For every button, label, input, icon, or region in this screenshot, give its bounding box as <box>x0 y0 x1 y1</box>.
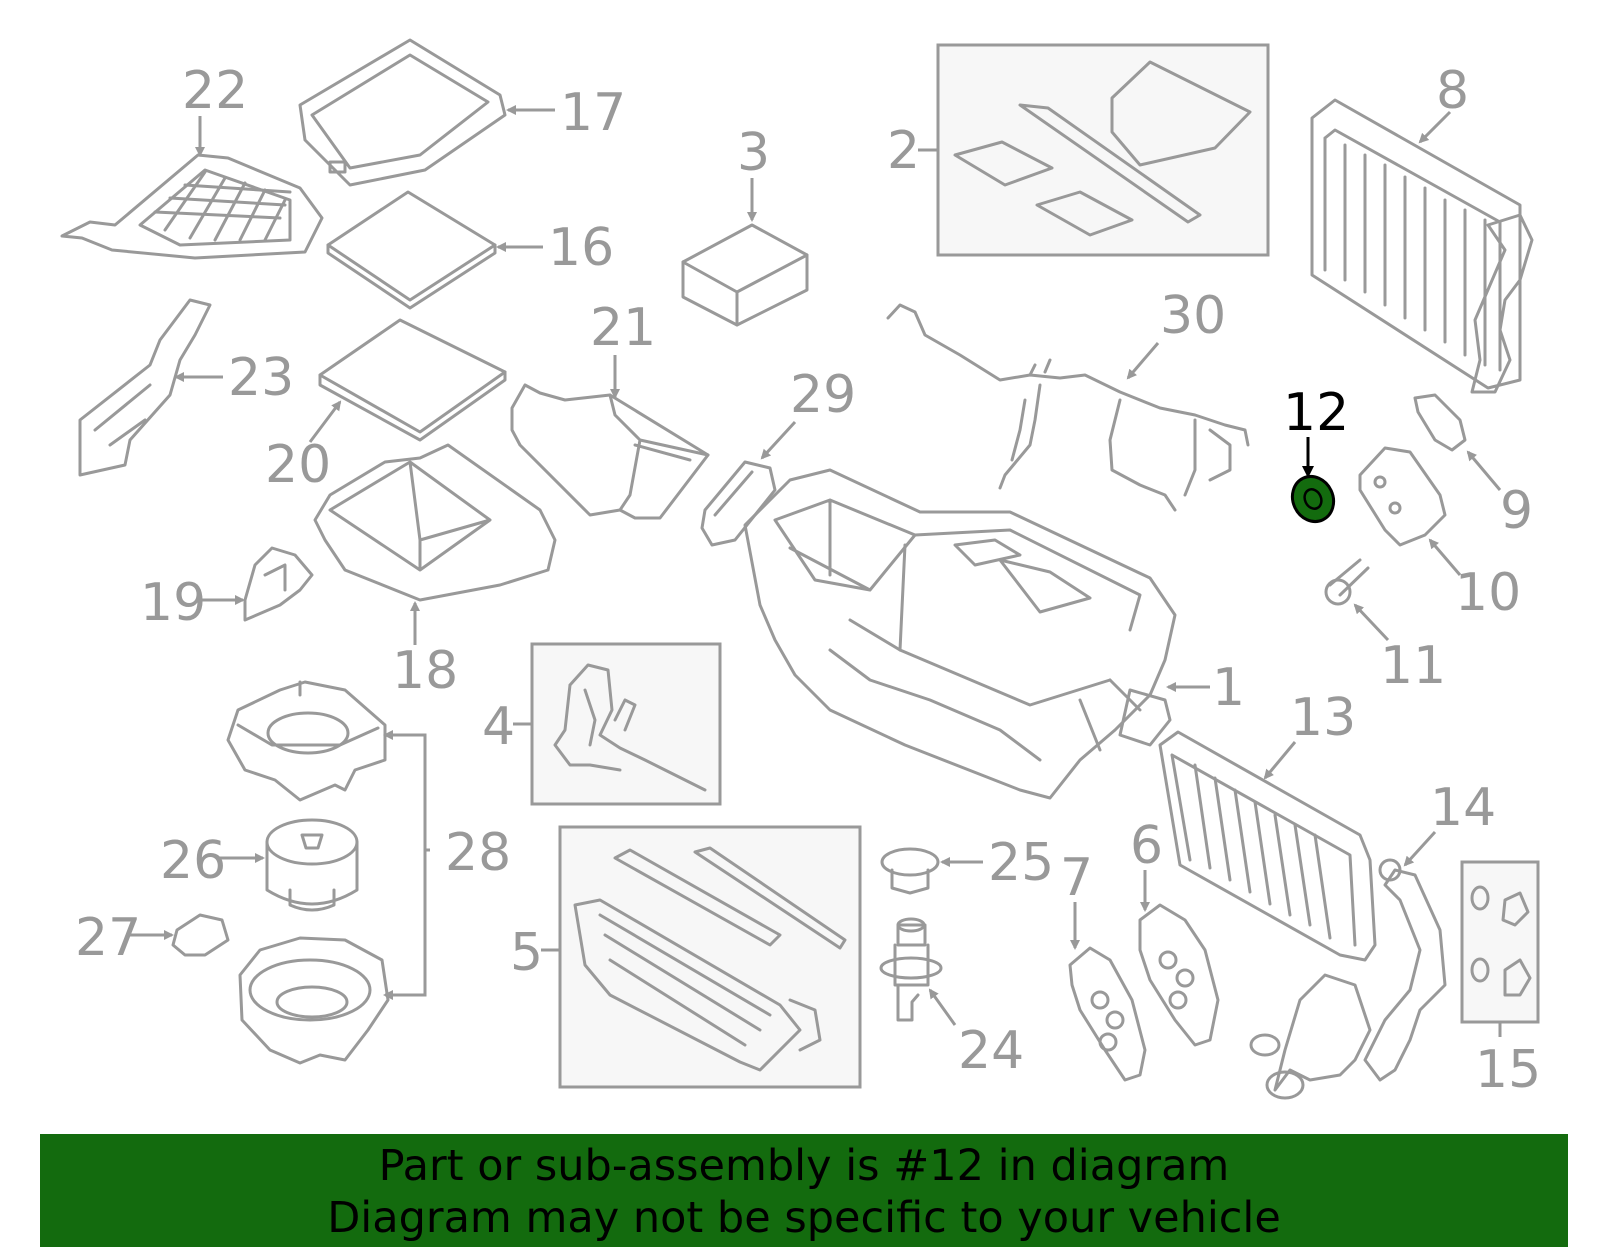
label-20: 20 <box>265 435 331 495</box>
part-23-duct-bracket <box>78 298 212 477</box>
label-6: 6 <box>1130 816 1163 876</box>
label-22: 22 <box>182 61 248 121</box>
part-5-kit-box <box>558 825 862 1089</box>
label-29: 29 <box>790 365 856 425</box>
part-28-blower-housing-upper <box>226 680 387 802</box>
leader-11 <box>1353 603 1390 642</box>
label-19: 19 <box>140 573 206 633</box>
part-16-cabin-filter <box>326 190 497 310</box>
leader-29 <box>760 420 797 460</box>
leader-20 <box>308 400 342 443</box>
label-26: 26 <box>160 831 226 891</box>
part-20-filter-frame <box>318 318 507 442</box>
label-5: 5 <box>510 923 543 983</box>
part-3-module-box <box>681 223 809 327</box>
leader-28b <box>383 850 427 1000</box>
leader-14 <box>1403 830 1437 867</box>
part-24-drain-valve <box>879 917 943 1022</box>
part-21-duct <box>510 383 710 520</box>
part-13-radiator <box>1158 730 1377 962</box>
label-25: 25 <box>988 833 1054 893</box>
label-13: 13 <box>1290 688 1356 748</box>
label-10: 10 <box>1455 563 1521 623</box>
part-7-flap <box>1068 946 1147 1082</box>
part-15-gasket-kit <box>1460 860 1540 1024</box>
label-15: 15 <box>1475 1040 1541 1100</box>
leader-9 <box>1466 450 1502 491</box>
part-17-filter-cover <box>298 38 507 187</box>
part-19-clip <box>243 546 314 622</box>
label-21: 21 <box>590 298 656 358</box>
label-7: 7 <box>1060 848 1093 908</box>
label-17: 17 <box>560 83 626 143</box>
part-12-seal-highlighted <box>1290 475 1336 523</box>
banner-line-1: Part or sub-assembly is #12 in diagram <box>378 1141 1230 1191</box>
part-26-blower-wheel <box>265 818 359 912</box>
part-14-pipe <box>1249 858 1447 1100</box>
label-24: 24 <box>958 1021 1024 1081</box>
label-4: 4 <box>482 697 515 757</box>
part-8-heater-core <box>1310 98 1534 394</box>
label-18: 18 <box>392 641 458 701</box>
leader-8 <box>1418 110 1452 144</box>
label-28: 28 <box>445 823 511 883</box>
info-banner: Part or sub-assembly is #12 in diagram D… <box>40 1134 1568 1247</box>
label-9: 9 <box>1500 481 1533 541</box>
leader-10 <box>1428 538 1462 576</box>
leader-30 <box>1126 342 1160 380</box>
part-1-hvac-case <box>743 468 1177 800</box>
part-11-screw <box>1324 558 1370 606</box>
part-28-blower-housing-lower <box>238 936 390 1065</box>
leader-24 <box>928 988 957 1026</box>
label-16: 16 <box>548 218 614 278</box>
banner-line-2: Diagram may not be specific to your vehi… <box>327 1193 1281 1243</box>
part-2-kit-box <box>936 43 1270 257</box>
label-1: 1 <box>1212 658 1245 718</box>
leader-28a <box>383 730 430 852</box>
label-12: 12 <box>1283 383 1349 443</box>
label-3: 3 <box>737 123 770 183</box>
label-8: 8 <box>1436 61 1469 121</box>
part-9-bracket <box>1413 393 1467 452</box>
label-27: 27 <box>75 908 141 968</box>
part-18-filter-housing <box>313 443 557 602</box>
label-30: 30 <box>1160 286 1226 346</box>
part-4-kit-box <box>530 642 722 806</box>
part-27-resistor <box>171 913 230 957</box>
label-14: 14 <box>1430 778 1496 838</box>
label-23: 23 <box>228 348 294 408</box>
part-30-wiring-harness <box>886 303 1250 512</box>
leader-13 <box>1263 741 1297 780</box>
part-29-sensor <box>700 460 777 547</box>
part-6-flap <box>1138 903 1220 1047</box>
label-11: 11 <box>1380 636 1446 696</box>
part-22-grille-panel <box>60 153 324 260</box>
part-10-actuator <box>1358 446 1447 547</box>
part-25-grommet <box>880 847 940 895</box>
label-2: 2 <box>887 121 920 181</box>
